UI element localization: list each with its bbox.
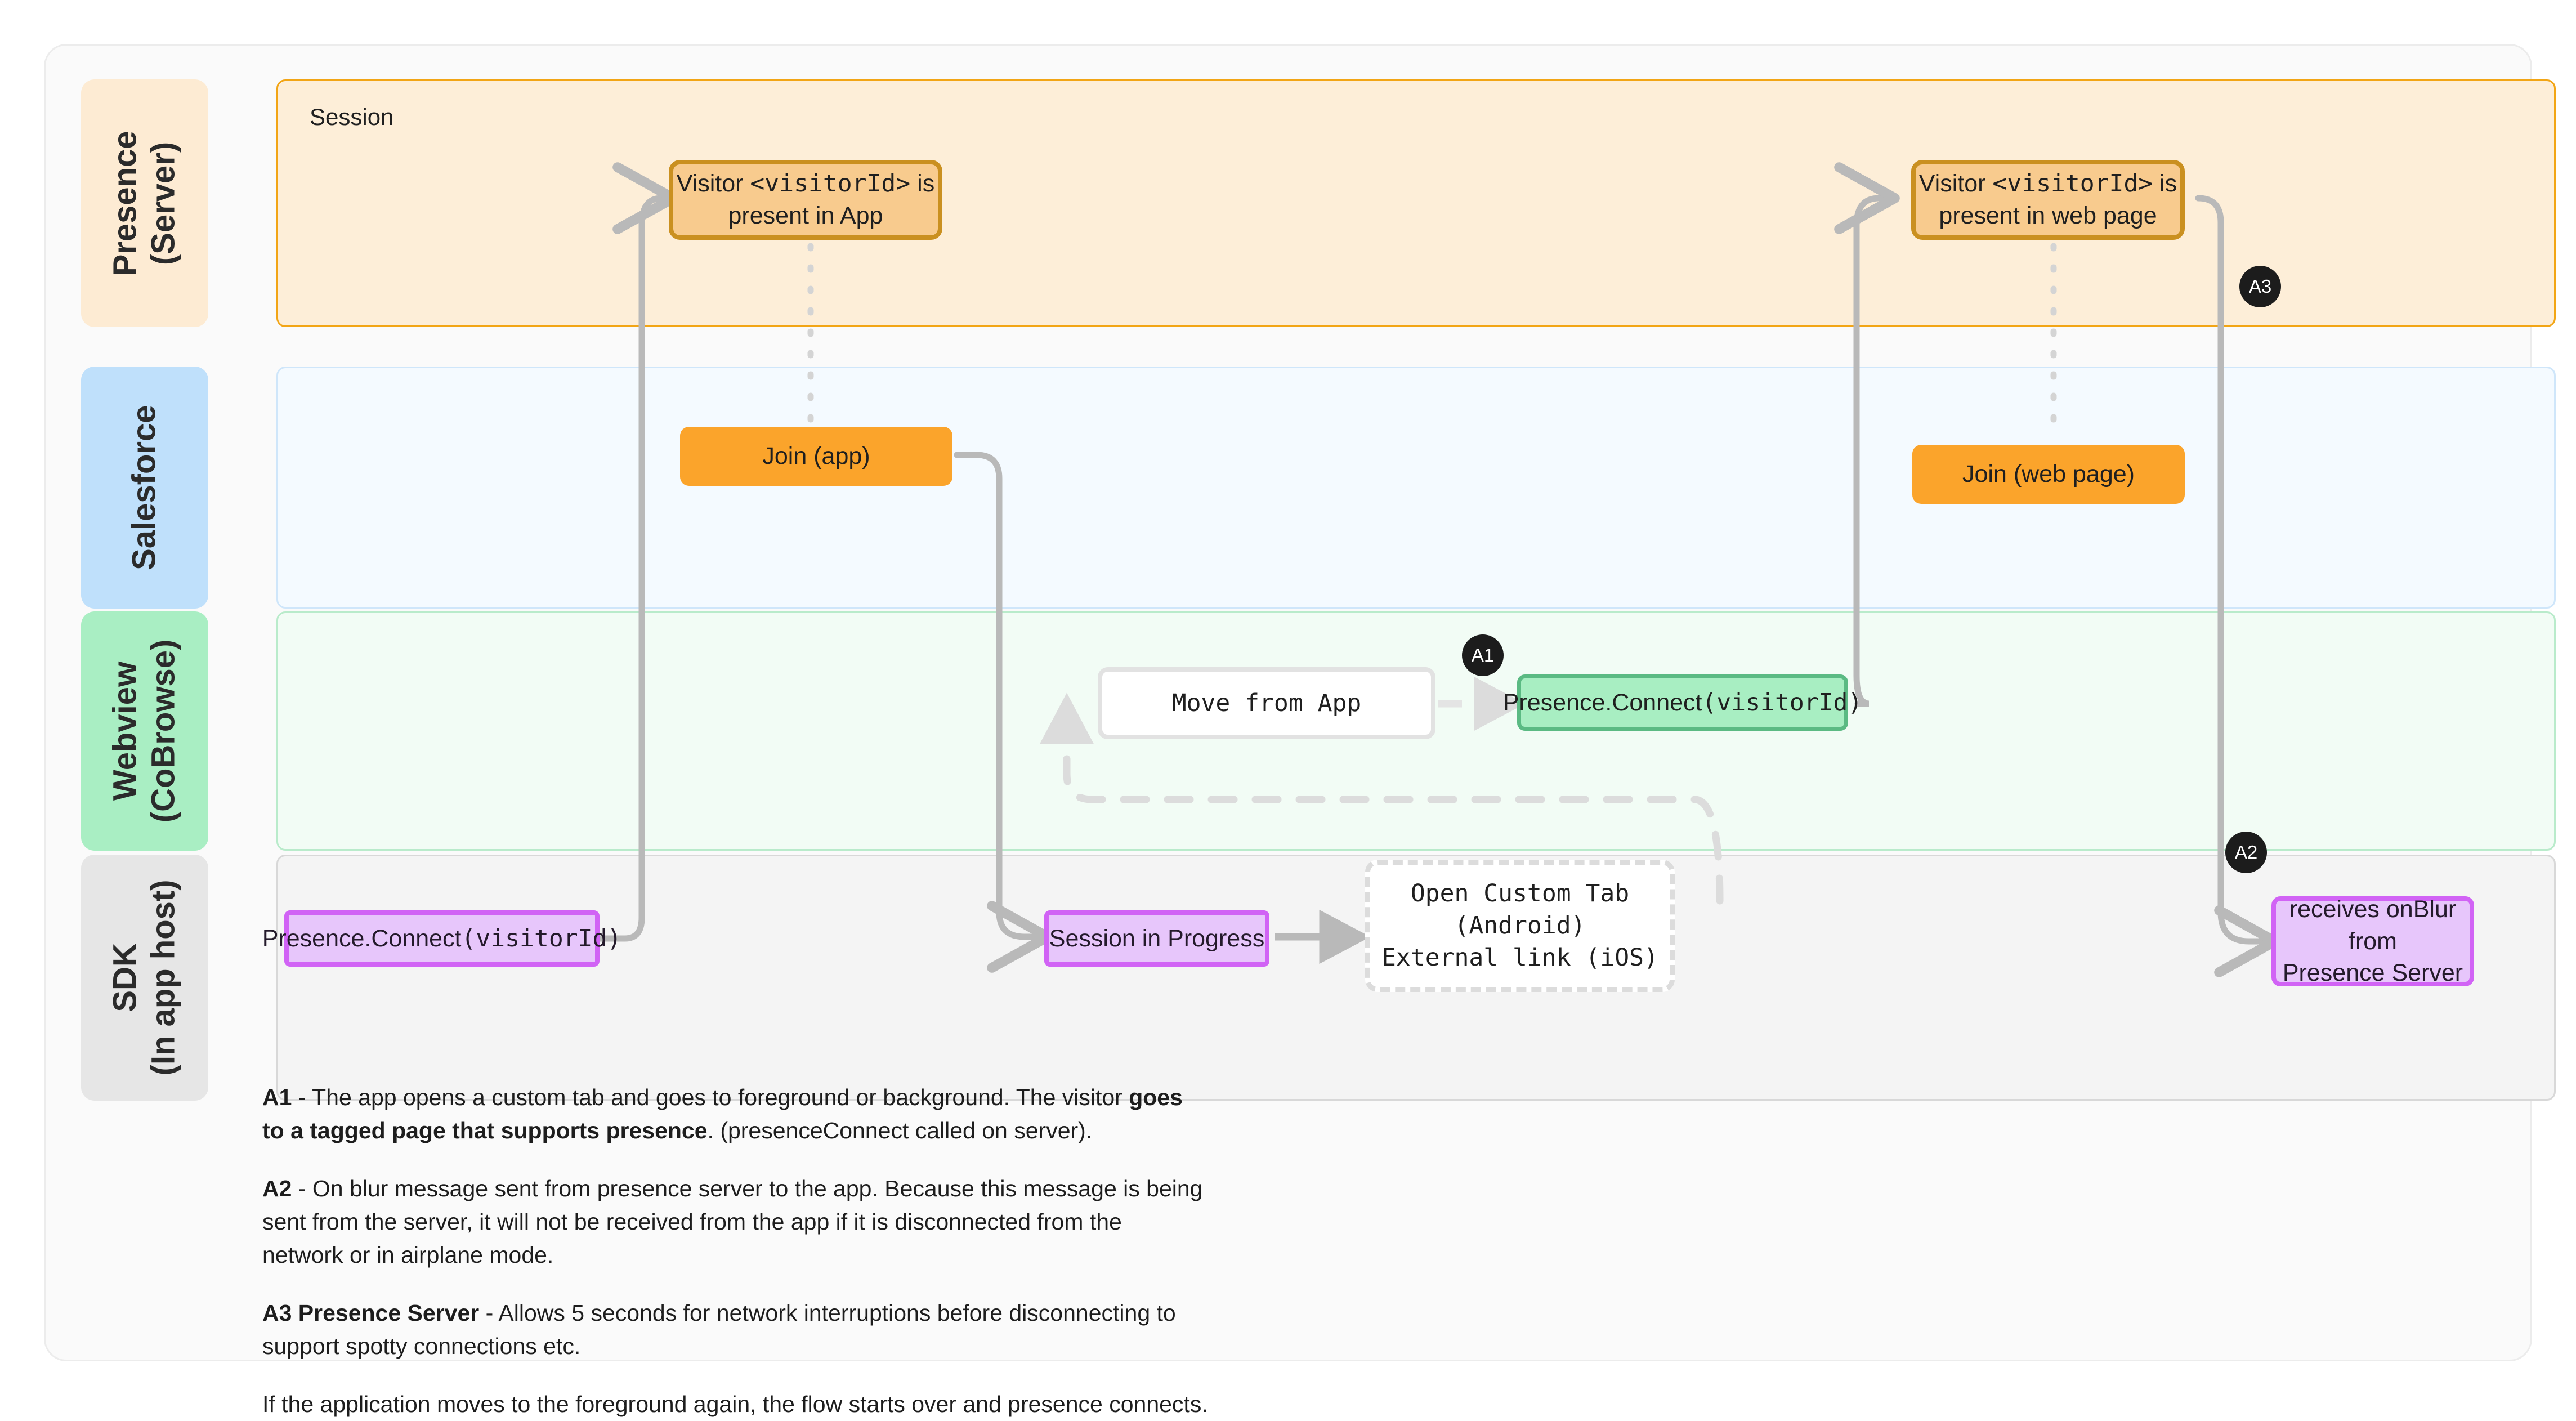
badge-label: A3 <box>2248 276 2272 297</box>
lane-label-presence-server[interactable]: Presence(Server) <box>81 79 208 327</box>
node-label: Move from App <box>1171 689 1362 717</box>
node-move-from-app[interactable]: Move from App <box>1098 667 1435 739</box>
badge-a1[interactable]: A1 <box>1462 634 1504 676</box>
lane-label-text: Salesforce <box>126 405 163 570</box>
footnote-a1: A1 - The app opens a custom tab and goes… <box>262 1084 1183 1144</box>
lane-body-presence-server: Session <box>276 79 2556 327</box>
footnote-a2: A2 - On blur message sent from presence … <box>262 1176 1203 1268</box>
badge-a2[interactable]: A2 <box>2225 832 2267 873</box>
node-label: Join (app) <box>762 443 870 470</box>
badge-label: A1 <box>1471 645 1495 665</box>
lane-label-text: Presence(Server) <box>106 131 182 276</box>
lane-label-text: Webview(CoBrowse) <box>106 639 182 823</box>
badge-a3[interactable]: A3 <box>2239 266 2281 307</box>
node-label: Presence.Connect(visitorId) <box>262 924 622 953</box>
lane-label-salesforce[interactable]: Salesforce <box>81 367 208 609</box>
node-label: Join (web page) <box>1962 461 2135 488</box>
node-label: Session in Progress <box>1049 924 1265 952</box>
node-presence-connect-sdk[interactable]: Presence.Connect(visitorId) <box>262 910 621 967</box>
node-join-app[interactable]: Join (app) <box>680 427 952 486</box>
node-join-web-page[interactable]: Join (web page) <box>1912 445 2185 504</box>
node-presence-connect-webview[interactable]: Presence.Connect(visitorId) <box>1503 674 1862 731</box>
footnote-final: If the application moves to the foregrou… <box>262 1391 1208 1418</box>
lane-label-webview-cobrowse[interactable]: Webview(CoBrowse) <box>81 611 208 851</box>
node-label: Presence.Connect(visitorId) <box>1502 688 1863 717</box>
node-label: Open Custom Tab (Android)External link (… <box>1381 879 1658 972</box>
lane-body-salesforce <box>276 367 2556 609</box>
footnote-a3: A3 Presence Server - Allows 5 seconds fo… <box>262 1300 1176 1360</box>
footnotes: A1 - The app opens a custom tab and goes… <box>262 1081 1208 1421</box>
lane-title-session: Session <box>310 104 394 130</box>
node-session-in-progress[interactable]: Session in Progress <box>1044 910 1269 967</box>
lane-label-text: SDK(In app host) <box>106 879 182 1076</box>
lane-label-sdk-in-app-host[interactable]: SDK(In app host) <box>81 855 208 1101</box>
badge-label: A2 <box>2234 842 2258 863</box>
node-open-custom-tab[interactable]: Open Custom Tab (Android)External link (… <box>1365 860 1675 992</box>
